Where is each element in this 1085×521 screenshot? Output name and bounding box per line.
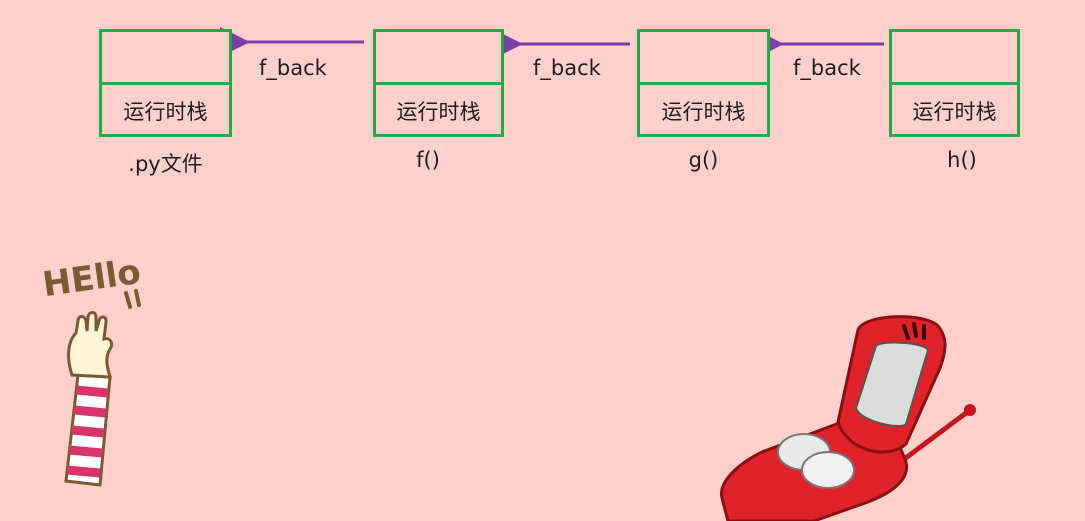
arrow-label-2: f_back xyxy=(533,56,601,80)
frame-header-cell xyxy=(376,32,501,85)
frame-stack-label: 运行时栈 xyxy=(661,100,746,124)
frame-stack-label: 运行时栈 xyxy=(123,100,208,124)
frame-header-cell xyxy=(640,32,767,85)
frame-header-cell xyxy=(102,32,229,85)
caption-f: f() xyxy=(416,148,440,172)
arrow-label-1: f_back xyxy=(259,56,327,80)
frame-h: 运行时栈 xyxy=(889,29,1020,137)
waving-hand-icon: HEllo xyxy=(40,252,143,487)
frame-py-file: 运行时栈 xyxy=(99,29,232,137)
caption-py-file: .py文件 xyxy=(128,152,203,176)
phone-icon xyxy=(720,315,976,521)
frame-stack-label: 运行时栈 xyxy=(912,100,997,124)
frame-stack-label: 运行时栈 xyxy=(396,100,481,124)
caption-g: g() xyxy=(688,148,719,172)
frame-header-cell xyxy=(892,32,1017,85)
arrow-label-3: f_back xyxy=(793,56,861,80)
caption-h: h() xyxy=(947,148,977,172)
frame-g: 运行时栈 xyxy=(637,29,770,137)
frame-f: 运行时栈 xyxy=(373,29,504,137)
